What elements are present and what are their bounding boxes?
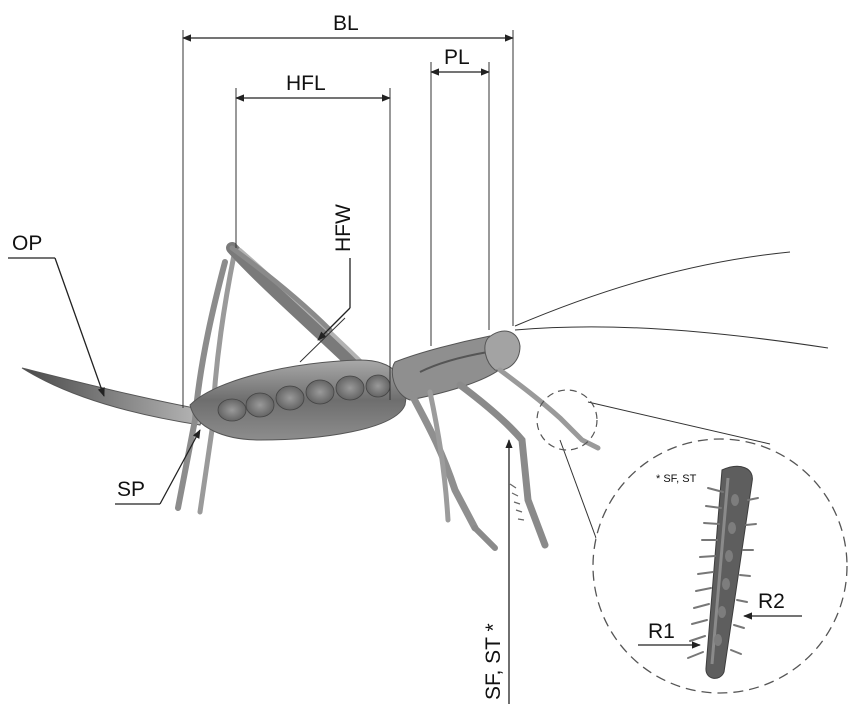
sp-label: SP xyxy=(117,478,145,501)
hfw-label: HFW xyxy=(332,204,355,252)
bl-label: BL xyxy=(333,12,359,35)
op-label: OP xyxy=(12,232,42,255)
pl-label: PL xyxy=(444,46,470,69)
head-shape xyxy=(485,331,520,370)
hfl-label: HFL xyxy=(286,72,326,95)
inset-note-label: * SF, ST xyxy=(656,473,697,485)
ovipositor-shape xyxy=(22,368,205,425)
r2-label: R2 xyxy=(758,590,785,613)
r1-label: R1 xyxy=(648,620,675,643)
sf-st-label: SF, ST * xyxy=(482,623,505,700)
